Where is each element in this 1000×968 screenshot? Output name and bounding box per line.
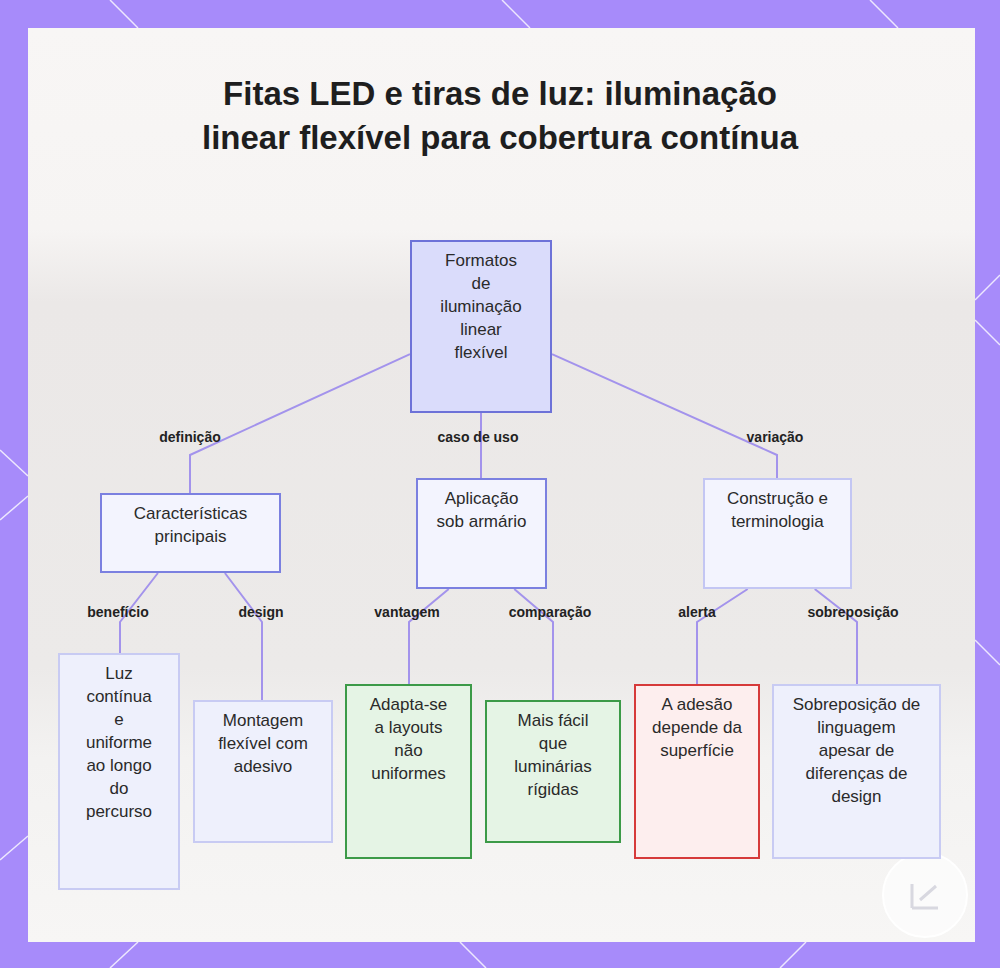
concept-box: Montagem flexível com adesivo xyxy=(193,700,333,843)
concept-box: Características principais xyxy=(100,493,281,573)
node-text: Adapta-se a layouts não uniformes xyxy=(370,693,448,785)
logo-mark xyxy=(880,850,970,940)
edge-label: alerta xyxy=(678,604,715,620)
node-text: Sobreposição de linguagem apesar de dife… xyxy=(792,693,922,808)
node-text: Mais fácil que luminárias rígidas xyxy=(503,709,603,801)
concept-box: Mais fácil que luminárias rígidas xyxy=(485,700,621,843)
concept-box: Sobreposição de linguagem apesar de dife… xyxy=(772,684,941,859)
edge-label: vantagem xyxy=(374,604,439,620)
connector-line xyxy=(225,573,262,700)
diagram-title: Fitas LED e tiras de luz: iluminação lin… xyxy=(180,72,820,160)
connector-line xyxy=(190,354,410,493)
node-text: Aplicação sob armário xyxy=(432,487,532,533)
edge-label: definição xyxy=(159,429,220,445)
edge-label: comparação xyxy=(509,604,591,620)
connector-line xyxy=(815,589,857,684)
edge-label: sobreposição xyxy=(807,604,898,620)
concept-box: Formatos de iluminação linear flexível xyxy=(410,240,552,413)
concept-box: Construção e terminologia xyxy=(703,478,852,589)
edge-label: design xyxy=(238,604,283,620)
concept-box: Aplicação sob armário xyxy=(416,478,547,589)
concept-box: Adapta-se a layouts não uniformes xyxy=(345,684,472,859)
node-text: Montagem flexível com adesivo xyxy=(213,709,313,778)
node-text: A adesão depende da superfície xyxy=(652,693,742,762)
node-text: Características principais xyxy=(121,502,261,548)
node-text: Formatos de iluminação linear flexível xyxy=(435,249,527,364)
connector-line xyxy=(480,413,482,478)
connector-line xyxy=(697,589,748,684)
concept-box: Luz contínua e uniforme ao longo do perc… xyxy=(58,653,180,890)
node-text: Construção e terminologia xyxy=(723,487,833,533)
edge-label: variação xyxy=(747,429,804,445)
connector-line xyxy=(409,589,449,684)
connector-line xyxy=(552,354,777,478)
edge-label: benefício xyxy=(87,604,148,620)
node-text: Luz contínua e uniforme ao longo do perc… xyxy=(81,662,157,823)
edge-label: caso de uso xyxy=(438,429,519,445)
concept-box: A adesão depende da superfície xyxy=(634,684,760,859)
